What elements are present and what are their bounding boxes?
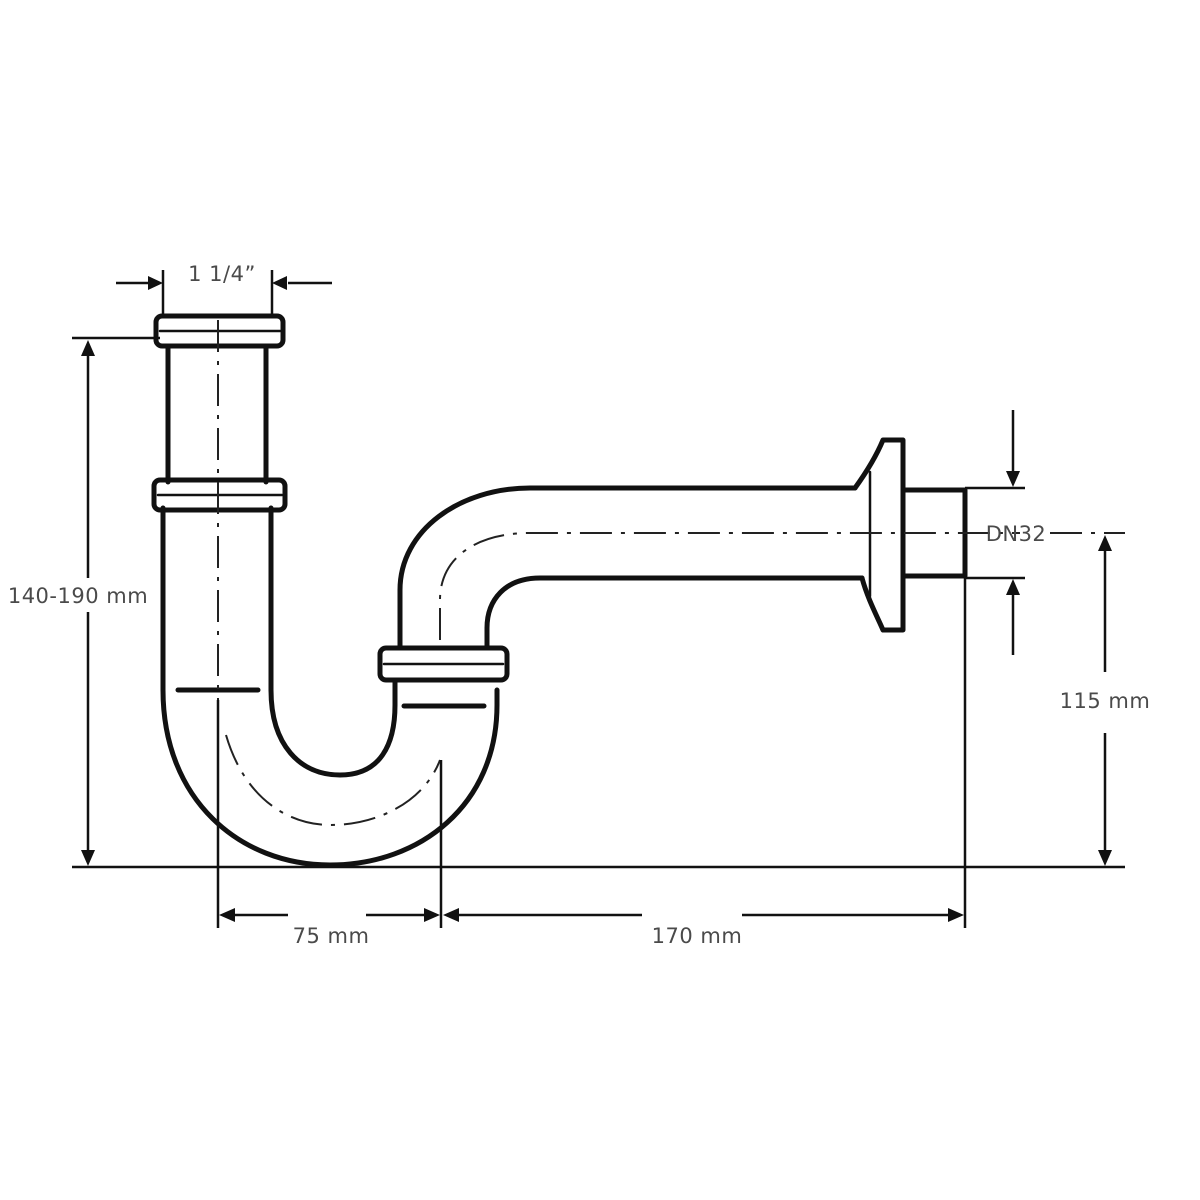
inlet-diameter-label: 1 1/4” [188, 262, 256, 286]
outlet-height-label: 115 mm [1060, 689, 1151, 713]
outlet-size-label: DN32 [986, 522, 1047, 546]
dimension-lines [72, 270, 1125, 928]
center-lines [217, 320, 1125, 827]
wall-distance-label: 170 mm [652, 924, 743, 948]
height-range-label: 140-190 mm [8, 584, 148, 608]
trap-pipe [151, 313, 968, 868]
trap-offset-label: 75 mm [293, 924, 370, 948]
